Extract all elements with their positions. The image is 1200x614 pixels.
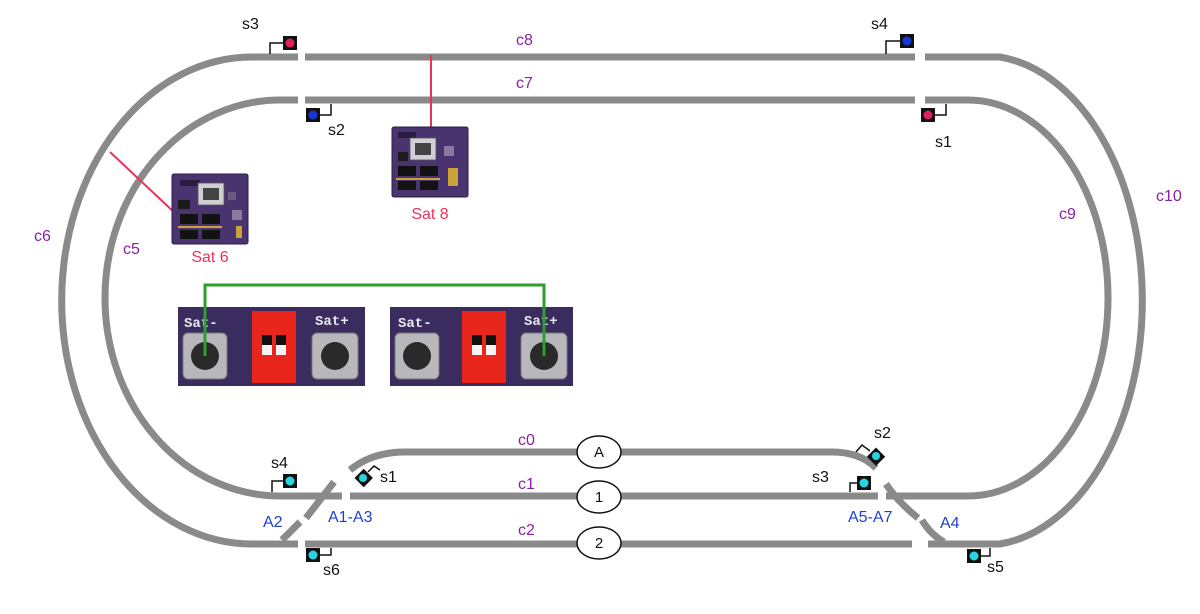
label-c7: c7 <box>516 75 533 92</box>
label-c1: c1 <box>518 476 535 493</box>
svg-text:s3: s3 <box>242 16 259 33</box>
button-panel-right: Sat- Sat+ <box>390 307 573 386</box>
label-c6: c6 <box>34 228 51 245</box>
label-c0: c0 <box>518 432 535 449</box>
sat6-label: Sat 6 <box>191 249 228 266</box>
label-c8: c8 <box>516 32 533 49</box>
turnout-a2-connector <box>279 519 303 543</box>
label-switch-a2: A2 <box>263 514 283 531</box>
signal-bot-s2[interactable]: s2 <box>855 425 891 466</box>
turnout-a4-connector <box>918 518 946 546</box>
svg-text:s1: s1 <box>380 469 397 486</box>
svg-text:Sat+: Sat+ <box>315 314 349 330</box>
turnout-a1-a3-connector <box>303 479 337 521</box>
label-switch-a1-a3: A1-A3 <box>328 509 373 526</box>
turnout-a5-a7-connector <box>883 482 921 521</box>
svg-text:s5: s5 <box>987 559 1004 576</box>
button-wire <box>203 283 546 356</box>
label-switch-a4: A4 <box>940 515 960 532</box>
signal-top-s4[interactable]: s4 <box>871 16 914 54</box>
sat8-board <box>391 126 469 198</box>
station-a: A <box>576 435 622 469</box>
svg-text:s6: s6 <box>323 562 340 579</box>
signal-bot-s6[interactable]: s6 <box>306 548 340 579</box>
sat8-label: Sat 8 <box>411 206 448 223</box>
signal-top-s2[interactable]: s2 <box>306 104 345 139</box>
label-c10: c10 <box>1156 188 1182 205</box>
signal-bot-s4[interactable]: s4 <box>271 455 297 492</box>
dip-switch-right[interactable] <box>462 311 506 383</box>
svg-text:s3: s3 <box>812 469 829 486</box>
signal-bot-s1[interactable]: s1 <box>354 465 397 488</box>
label-c2: c2 <box>518 522 535 539</box>
svg-text:s4: s4 <box>271 455 288 472</box>
label-c9: c9 <box>1059 206 1076 223</box>
svg-text:1: 1 <box>595 489 603 506</box>
svg-text:s2: s2 <box>874 425 891 442</box>
track-c9 <box>886 96 1112 500</box>
svg-text:Sat+: Sat+ <box>524 314 558 330</box>
svg-text:s4: s4 <box>871 16 888 33</box>
signal-bot-s3[interactable]: s3 <box>812 469 871 492</box>
signal-top-s1[interactable]: s1 <box>921 104 952 151</box>
signal-bot-s5[interactable]: s5 <box>967 548 1004 576</box>
svg-text:s2: s2 <box>328 122 345 139</box>
track-c10 <box>925 53 1146 548</box>
svg-text:Sat-: Sat- <box>184 316 218 332</box>
svg-text:A: A <box>594 444 604 461</box>
button-panel-left: Sat- Sat+ <box>178 307 365 386</box>
dip-switch-left[interactable] <box>252 311 296 383</box>
station-1: 1 <box>576 480 622 514</box>
track-c6 <box>58 53 298 548</box>
svg-text:s1: s1 <box>935 134 952 151</box>
sat6-link-line <box>109 151 177 215</box>
label-c5: c5 <box>123 241 140 258</box>
label-switch-a5-a7: A5-A7 <box>848 509 893 526</box>
svg-text:2: 2 <box>595 535 603 552</box>
svg-text:Sat-: Sat- <box>398 316 432 332</box>
sat6-board <box>171 173 249 245</box>
station-2: 2 <box>576 526 622 560</box>
track-c5 <box>101 96 342 500</box>
signal-top-s3[interactable]: s3 <box>242 16 297 54</box>
